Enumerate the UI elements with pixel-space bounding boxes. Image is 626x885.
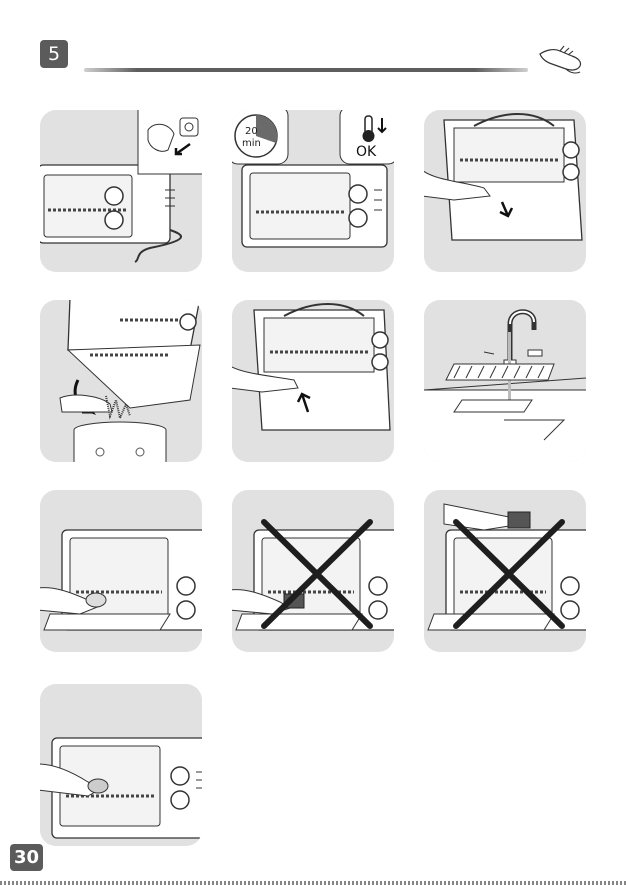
cool-down-illustration: 20 min OK xyxy=(232,110,394,272)
step-number-badge: 5 xyxy=(40,40,68,68)
unplug-illustration xyxy=(40,110,202,272)
clean-door-illustration xyxy=(40,684,202,846)
panel-empty-crumbs xyxy=(40,300,202,462)
panel-replace-tray xyxy=(232,300,394,462)
replace-tray-illustration xyxy=(232,300,394,462)
timer-unit: min xyxy=(242,138,261,149)
wash-accessories-illustration xyxy=(424,300,586,462)
empty-crumbs-illustration xyxy=(40,300,202,462)
no-abrasive-outside-illustration xyxy=(424,490,586,652)
panel-no-abrasive-outside xyxy=(424,490,586,652)
panel-wipe-inside xyxy=(40,490,202,652)
panel-clean-door-glass xyxy=(40,684,202,846)
no-abrasive-inside-illustration xyxy=(232,490,394,652)
ok-label: OK xyxy=(356,144,377,160)
bottom-edge-stripe xyxy=(0,881,626,885)
page-number-badge: 30 xyxy=(10,844,43,871)
header-divider xyxy=(84,68,528,72)
panel-unplug-oven xyxy=(40,110,202,272)
hand-wiping-icon xyxy=(538,42,584,76)
panel-cool-down: 20 min OK xyxy=(232,110,394,272)
panel-open-crumb-tray xyxy=(424,110,586,272)
timer-minutes: 20 xyxy=(245,126,258,137)
open-tray-illustration xyxy=(424,110,586,272)
wipe-inside-illustration xyxy=(40,490,202,652)
panel-no-abrasive-inside xyxy=(232,490,394,652)
panel-wash-accessories xyxy=(424,300,586,462)
